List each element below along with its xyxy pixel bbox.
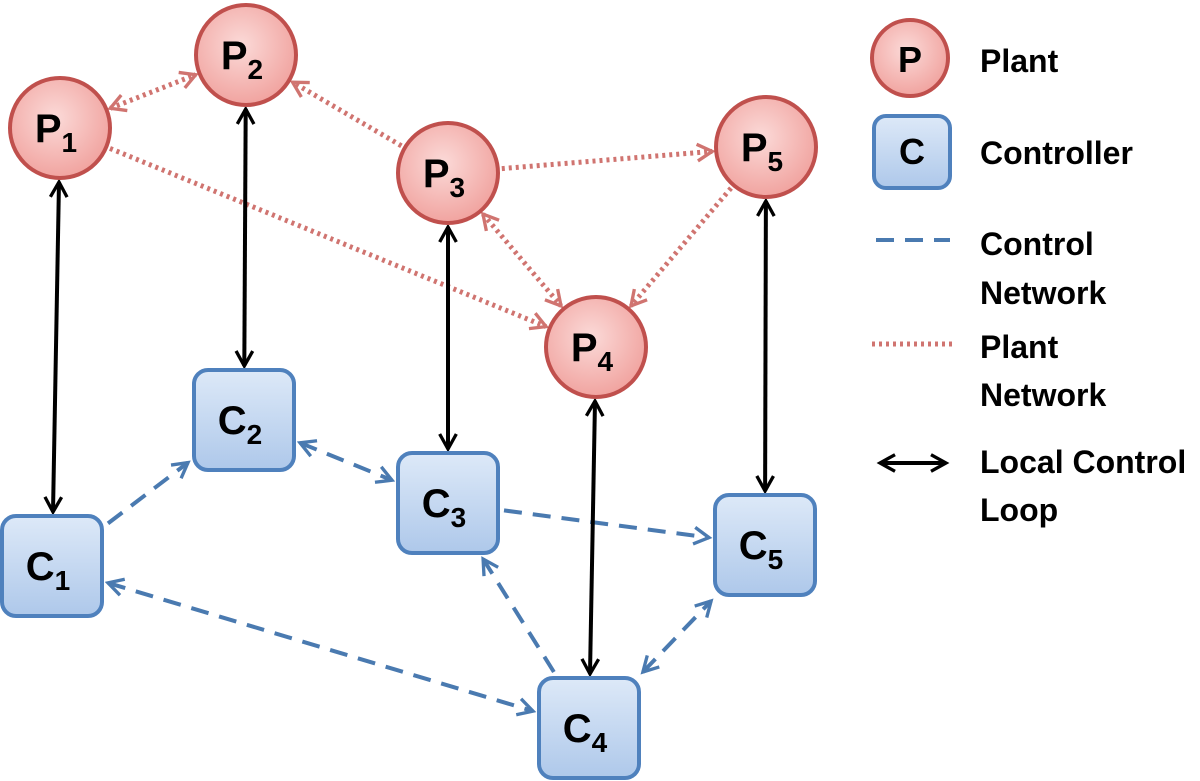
plant-circle-p2 <box>194 3 298 107</box>
control-link-c1-c2 <box>106 463 188 525</box>
plant-node-p4: P4 <box>544 295 648 399</box>
local-loop-p1-c1 <box>53 182 59 512</box>
node-label-c1: C1 <box>26 545 70 596</box>
local-loop-p5-c5 <box>765 201 766 491</box>
legend-controller-letter: C <box>899 131 925 172</box>
legend: P Plant C Controller Control Network Pla… <box>870 18 1186 528</box>
plant-circle-p1 <box>8 76 112 180</box>
plant-circle-p4 <box>544 295 648 399</box>
legend-plant-label: Plant <box>980 43 1059 79</box>
local-loop-p4-c4 <box>590 401 595 674</box>
control-link-c2-c3 <box>300 443 392 480</box>
controller-node-c4: C4 <box>537 676 641 780</box>
legend-plant-letter: P <box>898 39 922 80</box>
legend-plant-symbol <box>870 18 950 98</box>
plant-node-p1: P1 <box>8 76 112 180</box>
controller-node-c5: C5 <box>713 493 817 597</box>
plant-node-p2: P2 <box>194 3 298 107</box>
legend-plant-network-label-2: Network <box>980 377 1106 413</box>
control-link-c4-c5 <box>643 601 711 672</box>
legend-control-network-label-1: Control <box>980 226 1094 262</box>
legend-local-loop: Local Control Loop <box>880 444 1186 528</box>
plant-node-p3: P3 <box>396 121 500 225</box>
legend-controller-symbol <box>872 114 952 190</box>
plant-node-p5: P5 <box>714 95 818 199</box>
legend-control-network-label-2: Network <box>980 275 1106 311</box>
node-label-c2: C2 <box>218 399 262 450</box>
controller-node-c1: C1 <box>0 514 104 618</box>
legend-controller: C Controller <box>872 114 1133 190</box>
plant-link-p1-p2 <box>110 75 195 109</box>
legend-local-loop-label-2: Loop <box>980 492 1058 528</box>
local-loop-p2-c2 <box>244 109 245 366</box>
plant-circle-p3 <box>396 121 500 225</box>
controller-node-c3: C3 <box>396 451 500 555</box>
control-link-c4-c3 <box>483 559 556 674</box>
node-label-p4: P4 <box>571 326 614 377</box>
node-label-p2: P2 <box>221 34 263 85</box>
plant-link-p5-p4 <box>631 186 733 306</box>
legend-plant: P Plant <box>870 18 1059 98</box>
controller-box-c5 <box>713 493 817 597</box>
node-label-c3: C3 <box>422 482 466 533</box>
controller-box-c1 <box>0 514 104 618</box>
node-label-c4: C4 <box>563 707 608 758</box>
plant-circle-p5 <box>714 95 818 199</box>
plant-link-p3-p2 <box>293 80 403 148</box>
control-link-c1-c4 <box>108 583 533 711</box>
plant-link-p1-p4 <box>109 146 546 326</box>
control-link-c3-c5 <box>503 508 709 537</box>
plant-link-p3-p5 <box>501 151 712 172</box>
controller-box-c2 <box>192 368 296 472</box>
legend-control-network: Control Network <box>876 226 1106 311</box>
controller-box-c3 <box>396 451 500 555</box>
node-label-p1: P1 <box>35 107 77 158</box>
controller-node-c2: C2 <box>192 368 296 472</box>
legend-local-loop-label-1: Local Control <box>980 444 1186 480</box>
node-label-p5: P5 <box>741 126 783 177</box>
node-label-p3: P3 <box>423 152 465 203</box>
legend-plant-network: Plant Network <box>872 329 1106 413</box>
edges-layer <box>53 75 766 711</box>
controller-box-c4 <box>537 676 641 780</box>
legend-plant-network-label-1: Plant <box>980 329 1059 365</box>
plant-link-p3-p4 <box>483 214 561 306</box>
legend-controller-label: Controller <box>980 135 1133 171</box>
node-label-c5: C5 <box>739 524 783 575</box>
